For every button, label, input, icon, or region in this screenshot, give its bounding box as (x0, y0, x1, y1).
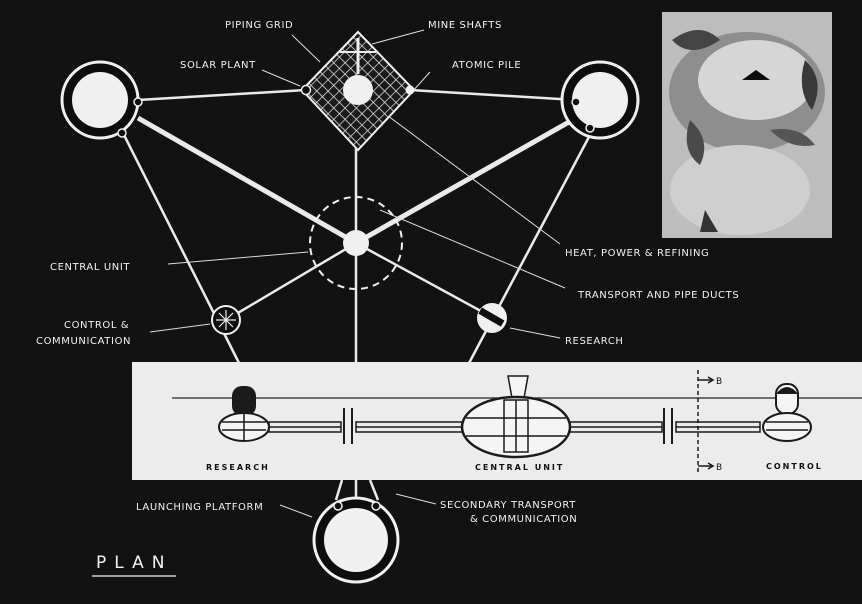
label-piping-grid: PIPING GRID (225, 20, 293, 31)
label-solar-plant: SOLAR PLANT (180, 60, 256, 71)
plan-title: PLAN (96, 553, 172, 573)
section-label-research: RESEARCH (206, 463, 270, 472)
atomic-pile-connector (406, 86, 415, 95)
right-station-circle (562, 62, 638, 138)
section-label-central-unit: CENTRAL UNIT (475, 463, 564, 472)
atomic-pile-node (343, 75, 373, 105)
launching-platform-circle (314, 498, 398, 582)
label-central-unit: CENTRAL UNIT (50, 262, 130, 273)
solar-plant-node (302, 86, 311, 95)
control-node (212, 306, 240, 334)
research-node (477, 303, 507, 333)
label-transport-ducts: TRANSPORT AND PIPE DUCTS (577, 290, 739, 301)
section-marker-b-bottom: B (716, 463, 722, 473)
section-label-control: CONTROL (766, 462, 823, 471)
label-secondary-transport-line2: & COMMUNICATION (470, 514, 577, 525)
label-control-line2: COMMUNICATION (36, 336, 131, 347)
label-launching-platform: LAUNCHING PLATFORM (136, 502, 263, 513)
label-secondary-transport-line1: SECONDARY TRANSPORT (440, 500, 576, 511)
label-mine-shafts: MINE SHAFTS (428, 20, 502, 31)
label-heat-power: HEAT, POWER & REFINING (565, 248, 709, 259)
section-marker-b-top: B (716, 377, 722, 387)
label-atomic-pile: ATOMIC PILE (452, 60, 521, 71)
label-control-line1: CONTROL & (64, 320, 129, 331)
label-research: RESEARCH (565, 336, 624, 347)
crater-photo (662, 12, 832, 238)
